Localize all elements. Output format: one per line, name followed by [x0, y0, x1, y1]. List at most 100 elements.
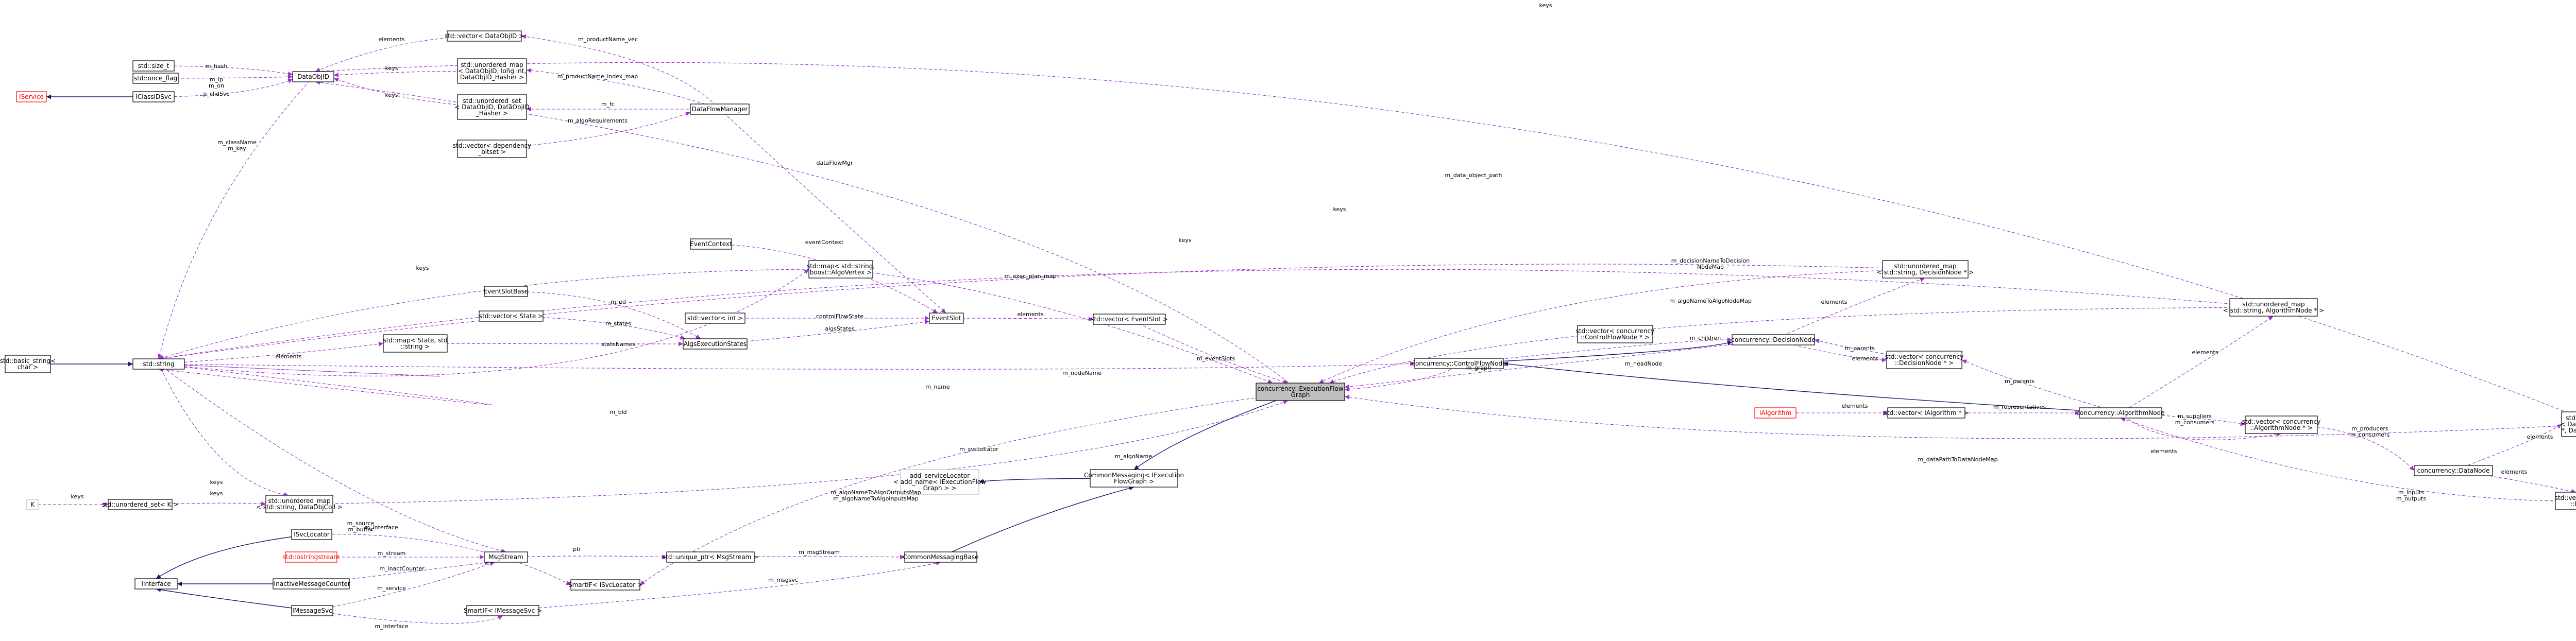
class-node-vec-datanode[interactable]: std::vector< concurrency::DataNode * >: [2555, 492, 2576, 510]
usage-edge-std_string-to-executionflowgraph: [158, 363, 492, 405]
class-node-vec-eventslot[interactable]: std::vector< EventSlot >: [1091, 314, 1168, 325]
edge-label-dep_dfm: m_algoRequirements: [568, 117, 628, 124]
node-box: [900, 469, 979, 495]
node-label: IMessageSvc: [292, 607, 332, 614]
class-node-iservice[interactable]: IService: [16, 91, 47, 102]
class-node-vec-dependency[interactable]: std::vector< dependency_bitset >: [453, 140, 532, 158]
class-node-umap-dataobjid[interactable]: std::unordered_map< DataObjID, long int,…: [457, 58, 527, 84]
usage-edge-std_string-to-controlflownode: [158, 363, 1415, 370]
class-node-vec-decisionnode[interactable]: std::vector< concurrency::DecisionNode *…: [1885, 351, 1963, 369]
class-node-umap-string-datacoll[interactable]: std::unordered_map< std::string, DataObj…: [256, 495, 343, 513]
class-node-smartif-svclocator[interactable]: SmartIF< ISvcLocator >: [568, 579, 642, 591]
edge-label-alg_vecalg: elements: [2150, 448, 2177, 455]
edge-label-string_efg: m_algoName: [1115, 453, 1152, 460]
class-node-algoexecstates[interactable]: AlgsExecutionStates: [683, 338, 748, 350]
arrowhead-iinactivemsgcounter-to-iinterface: [177, 581, 182, 586]
arrowhead-vec_decisionnode-to-decisionnode: [1815, 338, 1820, 343]
node-box: [466, 605, 539, 616]
class-node-commonmessagingbase[interactable]: CommonMessagingBase: [903, 551, 979, 563]
arrowhead-iclassidsvc-to-dataobjid: [287, 79, 293, 83]
usage-edge-std_string-to-algoexecstates: [158, 363, 440, 377]
class-node-eventslotbase[interactable]: EventSlotBase: [484, 286, 529, 297]
edge-label-classidsvc_dataobjid: p_clidSvc: [203, 91, 229, 97]
edge-label-ostring_msgstream: m_stream: [378, 550, 406, 557]
usage-edge-std_string-to-umap_string_datacoll: [158, 363, 289, 496]
class-node-iinactivemsgcounter[interactable]: IInactiveMessageCounter: [272, 578, 350, 590]
node-box: [484, 286, 528, 297]
edge-label-vecialg_alg: m_representatives: [1993, 404, 2046, 410]
usage-edge-dataflowmanager-to-vec_dataobjid: [521, 36, 720, 110]
node-label: < DataObjID, DataObjID: [454, 103, 529, 111]
class-node-umap-datanode[interactable]: std::unordered_map< DataObjID, DataNode*…: [2560, 411, 2576, 437]
class-node-vec-dataobjid[interactable]: std::vector< DataObjID >: [445, 30, 524, 42]
class-node-ialgorithm[interactable]: IAlgorithm: [1754, 407, 1797, 419]
class-node-std-string[interactable]: std::string: [132, 358, 185, 370]
class-node-vec-controlflownode[interactable]: std::vector< concurrency::ControlFlowNod…: [1576, 325, 1654, 343]
node-box: [2561, 411, 2576, 437]
class-node-decisionnode[interactable]: concurrency::DecisionNode: [1731, 334, 1816, 345]
class-node-controlflownode[interactable]: concurrency::ControlFlowNode: [1412, 358, 1506, 369]
usage-edge-imessagesvc-to-msgstream: [312, 562, 495, 611]
arrowhead-std_string-to-map_string_bool: [804, 269, 809, 274]
class-node-vec-int[interactable]: std::vector< int >: [685, 313, 745, 324]
edge-label-alg_vecalgnode: m_consumers: [2175, 419, 2215, 426]
node-box: [26, 499, 39, 510]
class-node-eventcontext[interactable]: EventContext: [690, 238, 732, 250]
class-node-iclassidsvc[interactable]: IClassIDSvc: [132, 91, 175, 102]
node-label: std::unique_ptr< MsgStream >: [663, 553, 758, 561]
class-node-umap-algorithmnode[interactable]: std::unordered_map< std::string, Algorit…: [2223, 298, 2324, 317]
node-label: ::string >: [401, 343, 430, 350]
node-label: concurrency::DecisionNode: [1731, 336, 1815, 343]
arrowhead-executionflowgraph-to-commonmessaging: [1134, 465, 1139, 470]
edge-label-umapdataobj_dataobj: keys: [385, 65, 398, 72]
class-node-isvclocator[interactable]: ISvcLocator: [291, 529, 332, 540]
class-node-unique-ptr-msgstream[interactable]: std::unique_ptr< MsgStream >: [663, 551, 758, 563]
class-node-uset-k[interactable]: std::unordered_set< K >: [102, 499, 179, 510]
class-node-dataflowmanager[interactable]: DataFlowManager: [690, 103, 750, 115]
class-node-map-state-string[interactable]: std::map< State, std::string >: [383, 334, 448, 353]
node-label: std::ostringstream: [283, 553, 340, 561]
class-node-umap-decisionnode[interactable]: std::unordered_map< std::string, Decisio…: [1877, 260, 1974, 279]
usage-edge-umap_decisionnode-to-executionflowgraph: [1318, 269, 1926, 384]
class-node-iinterface[interactable]: IInterface: [134, 578, 178, 590]
node-box: [292, 71, 334, 82]
class-node-map-string-bool[interactable]: std::map< std::string,boost::AlgoVertex …: [807, 260, 875, 279]
class-node-smartif-messagesvc[interactable]: SmartIF< IMessageSvc >: [464, 605, 542, 616]
arrowhead-k-to-uset_k: [104, 502, 108, 507]
class-node-vec-algorithmnode[interactable]: std::vector< concurrency::AlgorithmNode …: [2242, 415, 2320, 434]
node-label: std::unordered_set: [463, 97, 521, 105]
class-node-eventslot[interactable]: EventSlot: [929, 313, 964, 324]
node-label: AlgsExecutionStates: [684, 340, 747, 348]
class-node-std-basic-string[interactable]: std::basic_string<char >: [0, 355, 56, 373]
node-label: std::vector< concurrency: [1885, 353, 1963, 360]
class-node-datanode[interactable]: concurrency::DataNode: [2414, 465, 2493, 476]
class-node-std-ostringstream[interactable]: std::ostringstream: [283, 551, 340, 563]
class-node-msgstream[interactable]: MsgStream: [484, 551, 528, 563]
edge-label-imsg_smartif: m_interface: [375, 623, 409, 630]
class-node-std-once-flag[interactable]: std::once_flag: [132, 73, 179, 84]
edge-label-vecalgnode_datanode: m_consumers: [2350, 431, 2390, 438]
class-node-vec-ialgorithm[interactable]: std::vector< IAlgorithm * >: [1884, 407, 1969, 419]
class-node-std-size-t[interactable]: std::size_t: [132, 60, 175, 72]
arrowhead-controlflownode-to-decisionnode: [1727, 337, 1732, 342]
edge-label-smartifmsg_base: m_msgsvc: [768, 577, 798, 583]
class-node-k[interactable]: K: [26, 499, 39, 510]
class-node-uset-dataobjid[interactable]: std::unordered_set< DataObjID, DataObjID…: [454, 94, 530, 120]
edge-label-slotbase_eventslot: m_ed: [611, 299, 626, 305]
node-box: [291, 529, 332, 540]
inheritance-edge-controlflownode-to-decisionnode: [1459, 341, 1733, 364]
usage-edge-msgstream-to-unique_ptr_msgstream: [505, 556, 667, 558]
edge-label-size_t_dataobjid: m_hash: [206, 63, 228, 70]
class-node-dataobjid[interactable]: DataObjID: [292, 71, 334, 82]
class-node-add-svclocator[interactable]: add_serviceLocator< add_name< IExecution…: [893, 469, 986, 495]
node-label: concurrency::DataNode: [2417, 467, 2489, 474]
edge-label-umapalg_efg: m_algoNameToAlgoNodeMap: [1669, 298, 1752, 304]
class-node-vec-state[interactable]: std::vector< State >: [479, 310, 544, 322]
node-label: DataFlowManager: [692, 106, 748, 113]
class-node-imessagesvc[interactable]: IMessageSvc: [291, 605, 333, 616]
inheritance-edge-isvclocator-to-iinterface: [156, 534, 312, 579]
arrowhead-vec_int-to-eventslot: [925, 316, 929, 321]
class-node-algorithmnode[interactable]: concurrency::AlgorithmNode: [2076, 407, 2165, 419]
